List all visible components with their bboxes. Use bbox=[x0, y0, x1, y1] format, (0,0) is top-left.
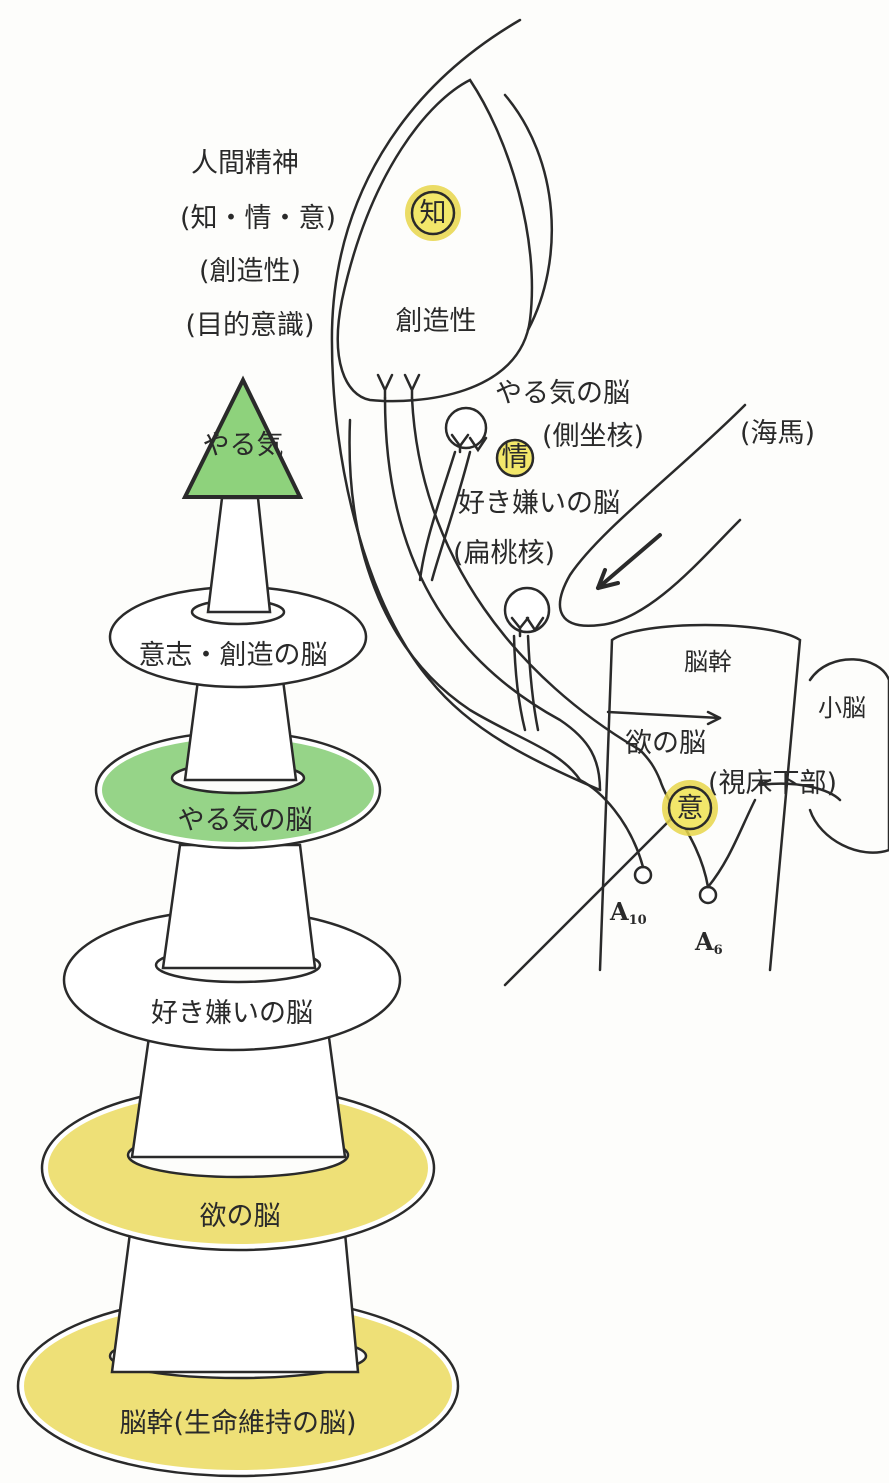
label-jo: 情 bbox=[501, 442, 529, 473]
cerebellum-outline bbox=[808, 658, 889, 854]
accumbens-node bbox=[444, 406, 488, 450]
a6-node bbox=[698, 885, 718, 905]
label-sokuzakaku: (側坐核) bbox=[542, 421, 645, 452]
ring-label-sukikirai: 好き嫌いの脳 bbox=[151, 998, 313, 1029]
label-i: 意 bbox=[676, 793, 704, 824]
label-yaruki-brain: やる気の脳 bbox=[495, 378, 630, 409]
ring-label-yoku: 欲の脳 bbox=[199, 1201, 281, 1232]
hippocampus-loop bbox=[558, 403, 747, 627]
label-shishoukabu: (視床下部) bbox=[708, 768, 838, 799]
label-sukikirai-brain: 好き嫌いの脳 bbox=[458, 488, 620, 519]
label-kaiba: (海馬) bbox=[740, 418, 816, 449]
label-yoku-brain: 欲の脳 bbox=[625, 728, 706, 759]
header-line-3: (創造性) bbox=[198, 256, 302, 287]
yaruki-arrowhead bbox=[181, 375, 304, 499]
a10-node bbox=[633, 865, 653, 885]
ring-label-noukan: 脳幹(生命維持の脳) bbox=[119, 1408, 357, 1439]
arrow-label: やる気 bbox=[202, 430, 284, 461]
label-hentoukaku: (扁桃核) bbox=[453, 538, 556, 569]
header-line-4: (目的意識) bbox=[185, 310, 315, 341]
label-noukan: 脳幹 bbox=[684, 648, 732, 676]
cerebrum-outline bbox=[330, 18, 602, 792]
label-a6: A6 bbox=[695, 927, 723, 958]
ring-label-yaruki: やる気の脳 bbox=[177, 805, 313, 836]
amygdala-node bbox=[503, 586, 551, 634]
label-chi: 知 bbox=[419, 198, 447, 229]
label-shounou: 小脳 bbox=[818, 694, 866, 722]
header-line-1: 人間精神 bbox=[191, 148, 299, 179]
ring-label-ishi: 意志・創造の脳 bbox=[138, 640, 328, 671]
label-a10: A10 bbox=[610, 897, 647, 928]
brainstem-outline bbox=[598, 623, 802, 972]
label-sozosei: 創造性 bbox=[395, 306, 477, 337]
header-line-2: (知・情・意) bbox=[179, 203, 337, 234]
